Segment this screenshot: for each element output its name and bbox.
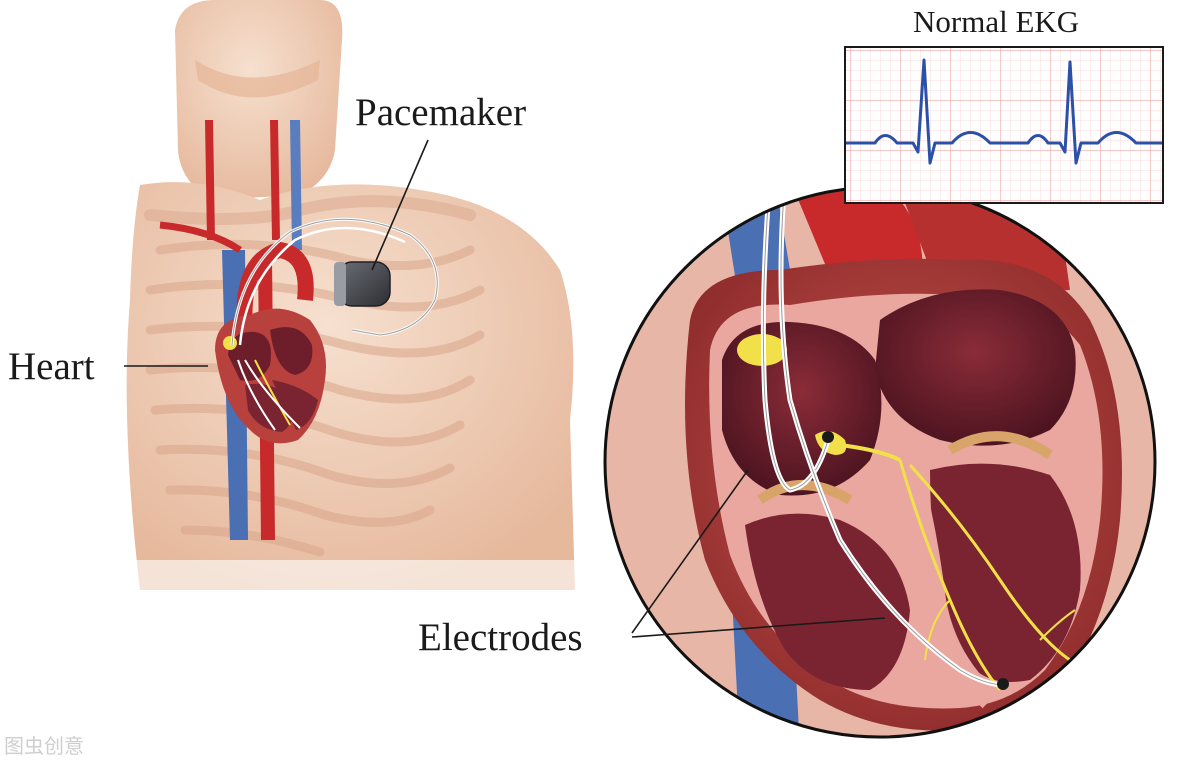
subclavian-artery: [159, 221, 242, 253]
conduction-system: [737, 334, 1076, 691]
neck: [175, 0, 343, 200]
ventricular-lead-outline: [780, 187, 1006, 686]
chin-shadow: [195, 60, 320, 98]
ventricular-electrode-tip: [997, 678, 1009, 690]
pacemaker-label: Pacemaker: [355, 91, 527, 134]
pacemaker-device: [334, 261, 391, 307]
electrodes-leader-line-1: [631, 469, 749, 634]
purkinje-fiber: [924, 599, 951, 661]
atrial-electrode-tip: [822, 431, 834, 443]
right-bundle-branch: [898, 459, 1002, 691]
left-bundle-branch: [908, 463, 1071, 662]
watermark: 图虫创意: [4, 734, 84, 758]
carotid-artery-2: [270, 120, 280, 240]
left-ventricle: [930, 463, 1081, 682]
aortic-arch: [236, 241, 314, 331]
atrial-lead-outline: [762, 187, 829, 491]
ekg-panel: [844, 46, 1164, 204]
lead-wire-2: [238, 226, 406, 346]
left-atrium: [875, 289, 1076, 446]
electrode-leads: [760, 187, 1009, 690]
heart-label: Heart: [8, 345, 95, 388]
jugular-vein: [290, 120, 302, 250]
mitral-valve: [947, 431, 1053, 460]
pacemaker-leader-line: [371, 139, 429, 271]
right-ventricle: [745, 513, 910, 690]
ekg-title: Normal EKG: [913, 4, 1080, 39]
small-heart: [215, 308, 326, 444]
purkinje-fiber-2: [1039, 609, 1076, 641]
bundle-of-his: [839, 443, 901, 462]
electrodes-label: Electrodes: [418, 616, 583, 659]
lead-wire-outline: [231, 218, 438, 346]
carotid-artery: [205, 120, 215, 240]
magnified-heart: [603, 185, 1157, 739]
torso-illustration: [120, 0, 590, 600]
ekg-trace: [846, 58, 1162, 165]
electrodes-leader-line-2: [631, 617, 886, 638]
